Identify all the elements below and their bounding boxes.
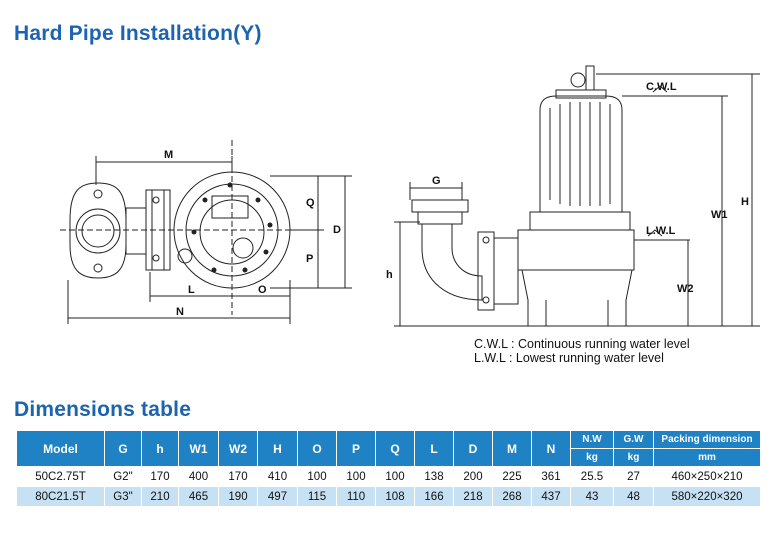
table-row: 50C2.75T G2" 170 400 170 410 100 100 100… — [16, 466, 761, 487]
cell-q: 100 — [375, 466, 415, 487]
cell-gw: 27 — [613, 466, 654, 487]
header-g: G — [104, 430, 142, 467]
header-w2: W2 — [218, 430, 258, 467]
cell-nw: 43 — [570, 486, 614, 507]
header-p: P — [336, 430, 376, 467]
header-n: N — [531, 430, 571, 467]
cell-q: 108 — [375, 486, 415, 507]
header-l: L — [414, 430, 454, 467]
cell-w2: 170 — [218, 466, 258, 487]
cell-model: 80C21.5T — [16, 486, 105, 507]
table-row: 80C21.5T G3" 210 465 190 497 115 110 108… — [16, 486, 761, 507]
cell-h-small: 170 — [141, 466, 179, 487]
cell-g: G2" — [104, 466, 142, 487]
cell-o: 115 — [297, 486, 337, 507]
header-gw: G.W — [613, 430, 654, 449]
cell-w2: 190 — [218, 486, 258, 507]
cell-d: 200 — [453, 466, 493, 487]
cell-l: 166 — [414, 486, 454, 507]
cell-d: 218 — [453, 486, 493, 507]
cell-g: G3" — [104, 486, 142, 507]
legend-cwl: C.W.L : Continuous running water level — [474, 337, 690, 351]
cell-p: 100 — [336, 466, 376, 487]
cell-gw: 48 — [613, 486, 654, 507]
installation-title: Hard Pipe Installation(Y) — [14, 22, 262, 45]
cell-model: 50C2.75T — [16, 466, 105, 487]
cell-packing: 460×250×210 — [653, 466, 761, 487]
label-g: G — [432, 175, 441, 187]
cell-o: 100 — [297, 466, 337, 487]
header-h-small: h — [141, 430, 179, 467]
label-p: P — [306, 253, 313, 265]
installation-drawing: M L O N Q P D G h C.W.L L.W.L W2 W1 H — [60, 65, 760, 327]
label-cwl: C.W.L — [646, 81, 677, 93]
unit-gw: kg — [613, 448, 654, 467]
cell-packing: 580×220×320 — [653, 486, 761, 507]
cell-m: 268 — [492, 486, 532, 507]
table-unit-row: kg kg mm — [17, 448, 761, 467]
cell-n: 361 — [531, 466, 571, 487]
header-o: O — [297, 430, 337, 467]
cell-w1: 400 — [178, 466, 219, 487]
header-h: H — [257, 430, 298, 467]
header-w1: W1 — [178, 430, 219, 467]
label-h-small: h — [386, 269, 393, 281]
unit-packing: mm — [653, 448, 761, 467]
cell-h: 410 — [257, 466, 298, 487]
cell-h-small: 210 — [141, 486, 179, 507]
header-d: D — [453, 430, 493, 467]
header-m: M — [492, 430, 532, 467]
legend-lwl: L.W.L : Lowest running water level — [474, 351, 664, 365]
cell-nw: 25.5 — [570, 466, 614, 487]
cell-m: 225 — [492, 466, 532, 487]
label-d: D — [333, 224, 341, 236]
header-packing: Packing dimension — [653, 430, 761, 449]
label-h: H — [741, 196, 749, 208]
cell-w1: 465 — [178, 486, 219, 507]
header-nw: N.W — [570, 430, 614, 449]
dimensions-table: Model G h W1 W2 H O P Q L D M N N.W G.W … — [16, 430, 761, 507]
header-model: Model — [16, 430, 105, 467]
cell-l: 138 — [414, 466, 454, 487]
label-o: O — [258, 284, 267, 296]
dimensions-title: Dimensions table — [14, 398, 192, 421]
cell-p: 110 — [336, 486, 376, 507]
unit-nw: kg — [570, 448, 614, 467]
label-n: N — [176, 306, 184, 318]
label-w2: W2 — [677, 283, 694, 295]
header-q: Q — [375, 430, 415, 467]
label-lwl: L.W.L — [646, 225, 676, 237]
label-l: L — [188, 284, 195, 296]
label-q: Q — [306, 197, 315, 209]
cell-h: 497 — [257, 486, 298, 507]
table-header-row: Model G h W1 W2 H O P Q L D M N N.W G.W … — [16, 430, 761, 467]
label-w1: W1 — [711, 209, 728, 221]
cell-n: 437 — [531, 486, 571, 507]
label-m: M — [164, 149, 173, 161]
